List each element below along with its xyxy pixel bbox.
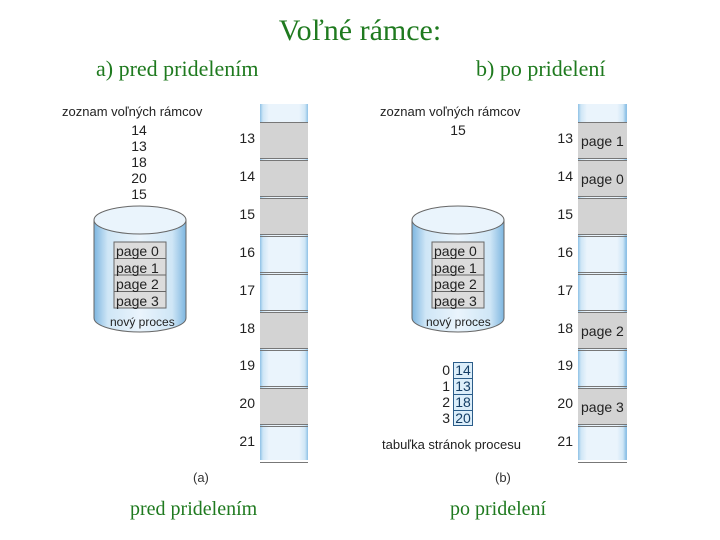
memory-frame [260,236,308,273]
page-table: 14 13 18 20 [453,362,473,426]
frame-number: 18 [557,320,573,336]
process-page: page 3 [434,292,477,309]
right-memory-column: page 1 page 0 page 2 page 3 [578,104,627,463]
right-process-pages: page 0 page 1 page 2 page 3 [434,243,477,309]
frame-number: 21 [557,433,573,449]
memory-frame [260,274,308,311]
memory-frame [260,388,308,425]
free-frame: 14 [131,122,147,138]
right-free-frames-list: 15 [438,122,478,138]
frame-number: 20 [239,395,255,411]
free-frame: 18 [131,154,147,170]
free-frame: 20 [131,170,147,186]
memory-frame [578,426,627,463]
memory-frame: page 0 [578,160,627,197]
frame-number: 15 [239,206,255,222]
frame-number: 19 [557,357,573,373]
left-process-cylinder [93,205,187,333]
frame-number: 20 [557,395,573,411]
frame-number: 14 [557,168,573,184]
process-page: page 1 [434,259,477,276]
free-frame: 13 [131,138,147,154]
frame-number: 17 [557,282,573,298]
page-table-entry: 20 [455,410,471,426]
memory-frame [260,122,308,159]
frame-number: 18 [239,320,255,336]
memory-frame [578,198,627,235]
memory-frame [260,426,308,463]
page-table-entry: 18 [454,394,472,411]
left-heading: a) pred pridelením [96,56,259,81]
right-caption: po pridelení [450,498,547,520]
memory-frame [578,274,627,311]
process-page: page 0 [116,243,159,259]
left-caption: pred pridelením [130,498,258,520]
right-free-frames-label: zoznam voľných rámcov [380,104,521,119]
left-process-label: nový proces [110,315,175,329]
left-memory-column [260,104,308,463]
right-process-label: nový proces [426,315,491,329]
memory-frame [578,236,627,273]
left-panel-marker: (a) [193,470,209,485]
free-frame: 15 [131,186,147,202]
frame-number: 14 [239,168,255,184]
page-table-entry: 13 [454,378,472,395]
right-panel-marker: (b) [495,470,511,485]
frame-number: 19 [239,357,255,373]
process-page: page 2 [434,276,477,292]
right-process-cylinder [411,205,505,333]
memory-frame: page 1 [578,122,627,159]
page-title: Voľné rámce: [278,14,442,47]
frame-number: 16 [557,244,573,260]
memory-frame [260,198,308,235]
frame-number: 17 [239,282,255,298]
frame-number: 15 [557,206,573,222]
left-process-pages: page 0 page 1 page 2 page 3 [116,243,159,309]
process-page: page 2 [116,276,159,292]
memory-frame: page 3 [578,388,627,425]
process-page: page 0 [434,243,477,259]
free-frame: 15 [450,122,466,138]
process-page: page 3 [116,292,159,309]
memory-frame [260,312,308,349]
memory-frame [260,350,308,387]
page-table-entry: 14 [454,362,472,379]
process-page: page 1 [116,259,159,276]
left-free-frames-list: 14 13 18 20 15 [119,122,159,202]
right-heading: b) po pridelení [476,56,606,81]
left-free-frames-label: zoznam voľných rámcov [62,104,203,119]
frame-number: 13 [239,130,255,146]
frame-number: 16 [239,244,255,260]
memory-frame [578,350,627,387]
frame-number: 21 [239,433,255,449]
page-table-label: tabuľka stránok procesu [382,437,521,452]
memory-frame [260,160,308,197]
frame-number: 13 [557,130,573,146]
memory-frame: page 2 [578,312,627,349]
